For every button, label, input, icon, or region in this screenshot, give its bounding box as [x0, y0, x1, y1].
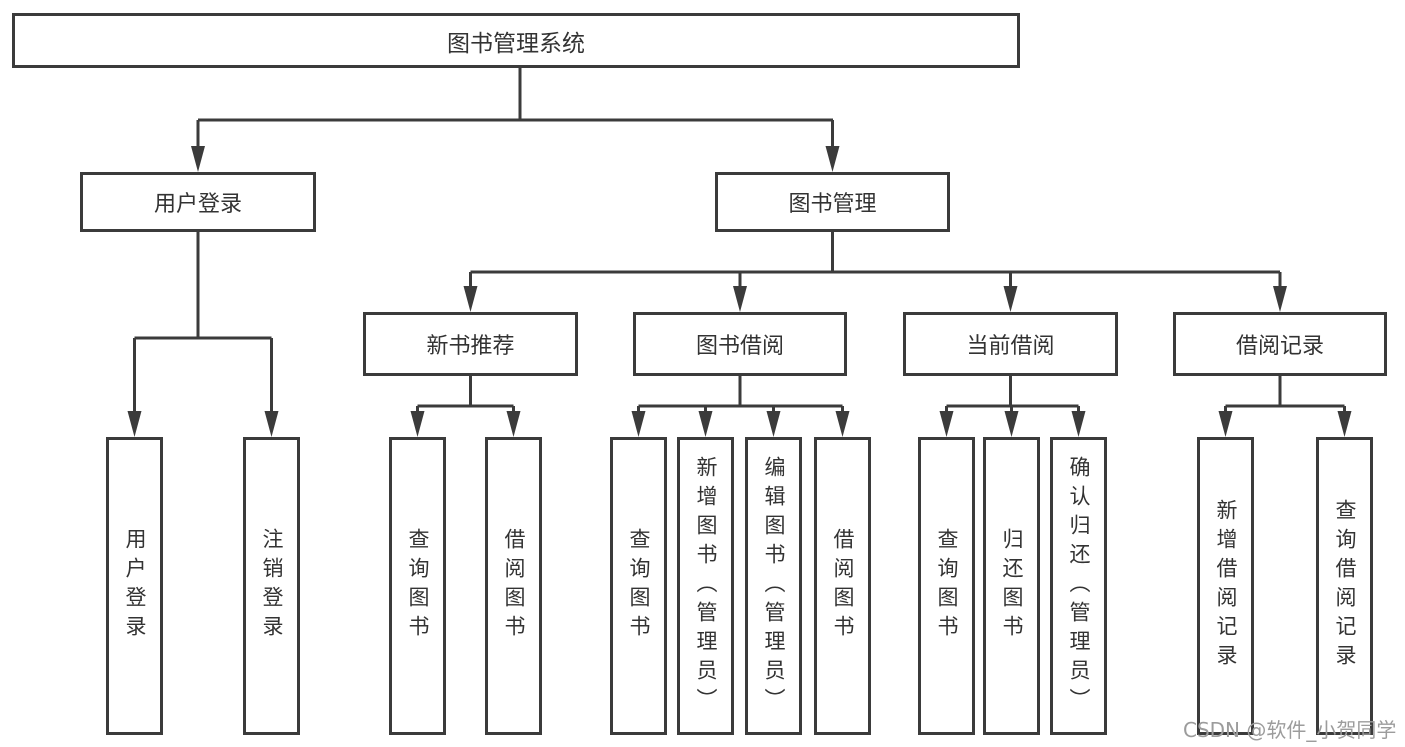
- node-current-borrow: 当前借阅: [903, 312, 1118, 376]
- leaf-query-book-current-label: 查询图书: [935, 528, 959, 644]
- leaf-confirm-return-admin: 确认归还（管理员）: [1050, 437, 1107, 735]
- leaf-user-login: 用户登录: [106, 437, 163, 735]
- csdn-watermark: CSDN @软件_小贺同学: [1183, 718, 1397, 742]
- leaf-query-book-current: 查询图书: [918, 437, 975, 735]
- leaf-user-login-label: 用户登录: [123, 528, 147, 644]
- leaf-logout: 注销登录: [243, 437, 300, 735]
- leaf-query-borrow-record-label: 查询借阅记录: [1333, 499, 1357, 673]
- leaf-return-book: 归还图书: [983, 437, 1040, 735]
- node-borrow-record: 借阅记录: [1173, 312, 1387, 376]
- leaf-borrow-book-label: 借阅图书: [831, 528, 855, 644]
- leaf-borrow-book-recommend: 借阅图书: [485, 437, 542, 735]
- leaf-add-book-admin: 新增图书（管理员）: [677, 437, 734, 735]
- leaf-add-borrow-record-label: 新增借阅记录: [1214, 499, 1238, 673]
- node-new-book-recommend: 新书推荐: [363, 312, 578, 376]
- node-user-login: 用户登录: [80, 172, 316, 232]
- leaf-borrow-book: 借阅图书: [814, 437, 871, 735]
- leaf-edit-book-admin: 编辑图书（管理员）: [745, 437, 802, 735]
- leaf-confirm-return-admin-label: 确认归还（管理员）: [1067, 455, 1091, 717]
- leaf-borrow-book-recommend-label: 借阅图书: [502, 528, 526, 644]
- leaf-logout-label: 注销登录: [260, 528, 284, 644]
- leaf-query-borrow-record: 查询借阅记录: [1316, 437, 1373, 735]
- leaf-add-book-admin-label: 新增图书（管理员）: [694, 455, 718, 717]
- leaf-add-borrow-record: 新增借阅记录: [1197, 437, 1254, 735]
- leaf-query-book: 查询图书: [610, 437, 667, 735]
- leaf-return-book-label: 归还图书: [1000, 528, 1024, 644]
- leaf-query-book-label: 查询图书: [627, 528, 651, 644]
- node-book-management: 图书管理: [715, 172, 950, 232]
- leaf-query-book-recommend: 查询图书: [389, 437, 446, 735]
- node-system-root: 图书管理系统: [12, 13, 1020, 68]
- leaf-edit-book-admin-label: 编辑图书（管理员）: [762, 455, 786, 717]
- node-book-borrow: 图书借阅: [633, 312, 847, 376]
- leaf-query-book-recommend-label: 查询图书: [406, 528, 430, 644]
- arrowhead-icon: [127, 146, 1352, 437]
